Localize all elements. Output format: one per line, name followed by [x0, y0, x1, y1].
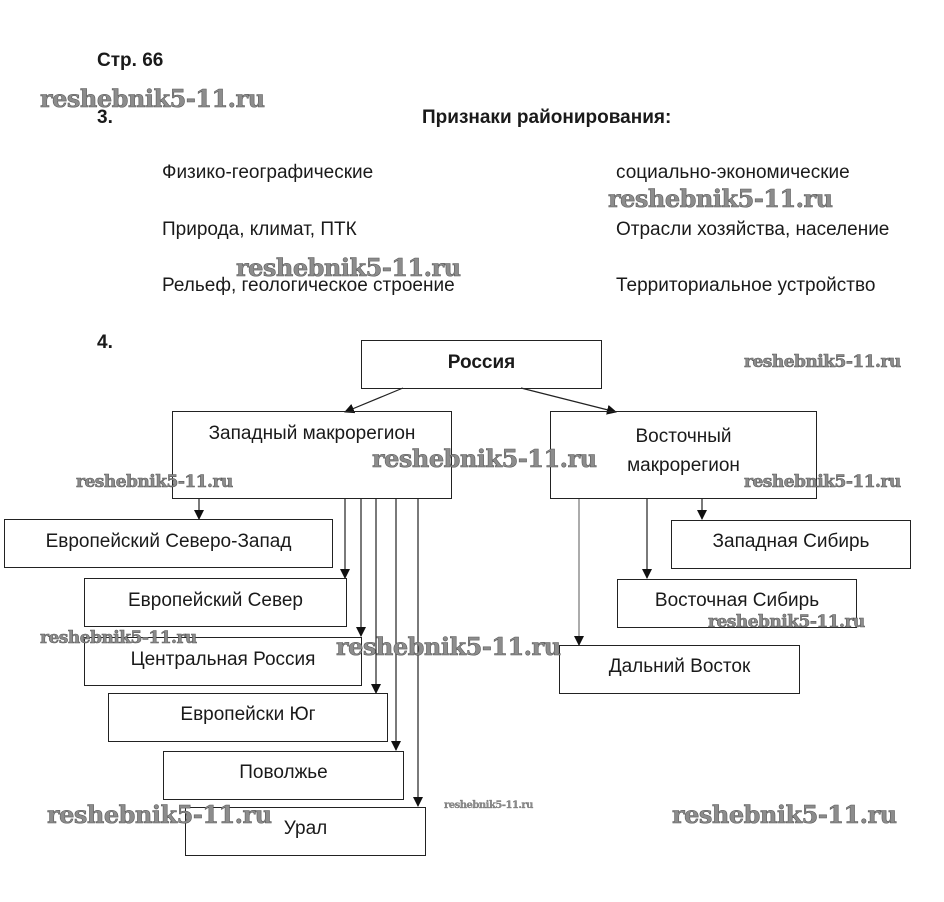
node-volga: Поволжье [163, 751, 404, 800]
node-european-north: Европейский Север [84, 578, 347, 627]
left-column-item: Природа, климат, ПТК [162, 219, 357, 240]
right-column-item: Отрасли хозяйства, население [616, 219, 890, 240]
node-label: Дальний Восток [608, 656, 751, 677]
node-label: Западная Сибирь [712, 531, 870, 552]
arrow-russia-to-eastern [520, 387, 617, 415]
task-3-number: 3. [97, 107, 113, 128]
node-label: Центральная Россия [130, 649, 316, 670]
node-label: Восточная Сибирь [654, 590, 820, 611]
node-eastern-macroregion: Восточный макрорегион [550, 411, 817, 499]
left-column-item: Рельеф, геологическое строение [162, 275, 455, 296]
page-label: Стр. 66 [97, 50, 164, 71]
node-west-siberia: Западная Сибирь [671, 520, 911, 569]
node-far-east: Дальний Восток [559, 645, 800, 694]
task-4-number: 4. [97, 332, 113, 353]
node-western-macroregion: Западный макрорегион [172, 411, 452, 499]
node-central-russia: Центральная Россия [84, 637, 362, 686]
node-russia: Россия [361, 340, 602, 389]
node-western-label: Западный макрорегион [208, 423, 416, 444]
right-column-heading: социально-экономические [616, 162, 850, 183]
node-russia-label: Россия [447, 352, 516, 373]
left-column-heading: Физико-географические [162, 162, 374, 183]
node-label: Европейский Север [128, 590, 303, 611]
node-label: Европейский Северо-Запад [45, 531, 292, 552]
node-european-northwest: Европейский Северо-Запад [4, 519, 333, 568]
node-east-siberia: Восточная Сибирь [617, 579, 857, 628]
task-3-title: Признаки районирования: [422, 107, 672, 128]
node-european-south: Европейски Юг [108, 693, 388, 742]
node-label: Урал [283, 818, 328, 839]
node-eastern-label-line1: Восточный [635, 426, 732, 447]
node-label: Европейски Юг [180, 704, 316, 725]
node-label: Поволжье [239, 762, 328, 783]
right-column-item: Территориальное устройство [616, 275, 876, 296]
arrow-russia-to-western [344, 387, 404, 414]
node-eastern-label-line2: макрорегион [627, 455, 740, 476]
node-ural: Урал [185, 807, 426, 856]
